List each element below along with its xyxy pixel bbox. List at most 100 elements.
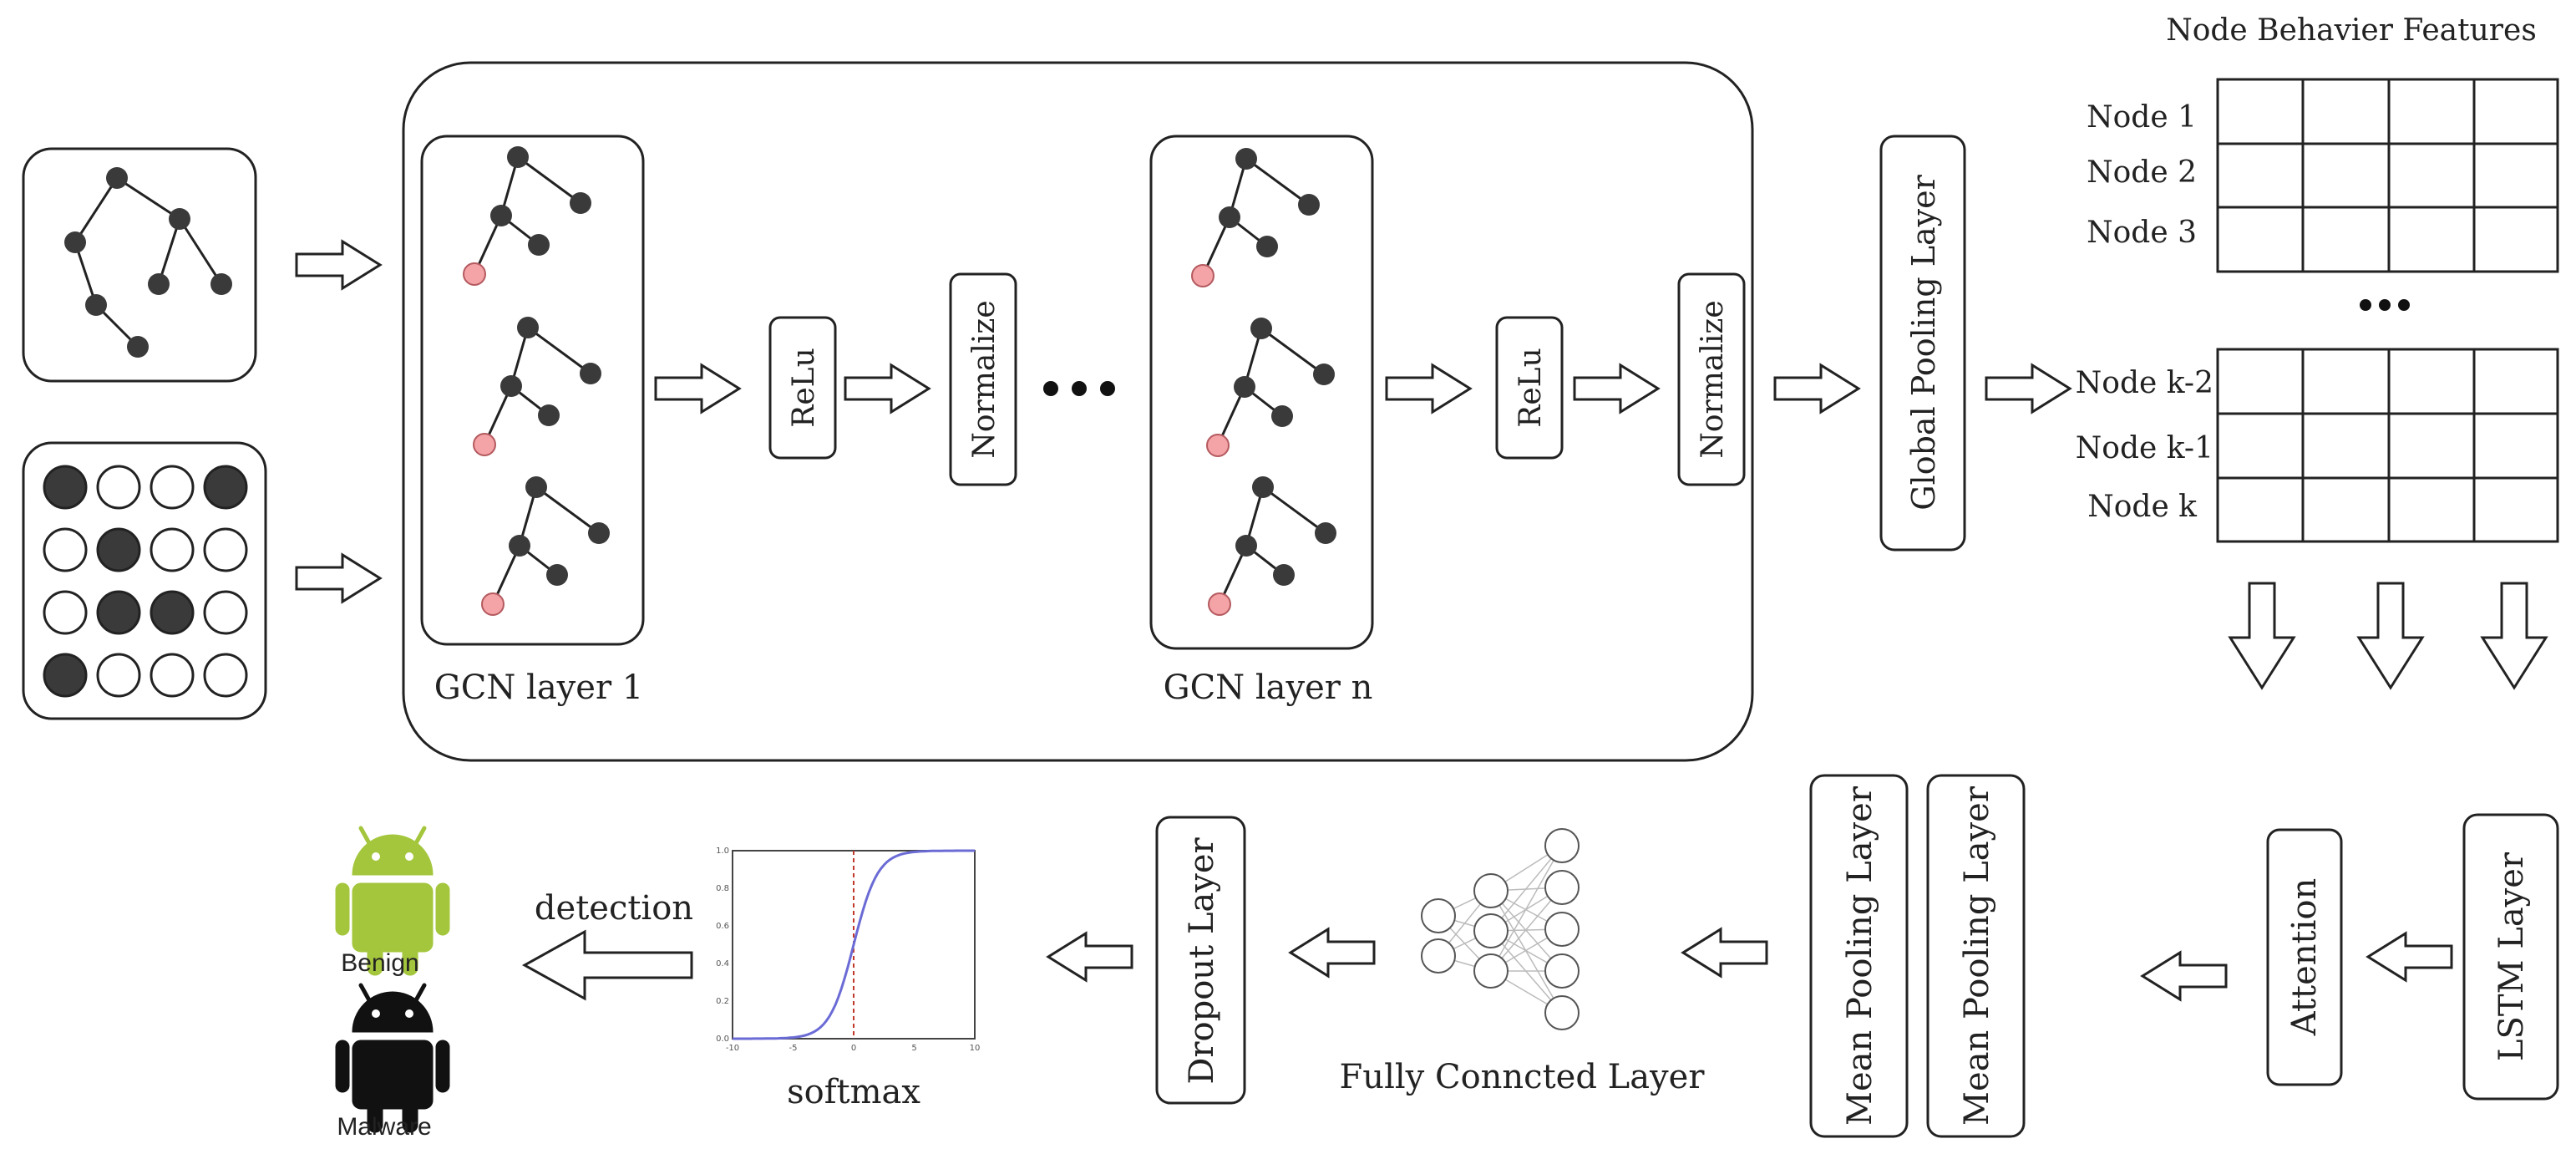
input-graph — [22, 147, 257, 383]
svg-text:Global Pooling Layer: Global Pooling Layer — [1905, 174, 1942, 510]
ellipsis-features — [2360, 299, 2410, 311]
softmax-x-tick: 5 — [911, 1044, 916, 1053]
gcn-layer-n — [1149, 135, 1374, 650]
arrow-graph-to-gcn — [295, 240, 382, 290]
matrix-cell-empty — [43, 527, 88, 572]
softmax-x-tick: 10 — [970, 1044, 981, 1053]
row-label-node-k-2: Node k-2 — [2076, 366, 2213, 400]
features-table-bottom — [2216, 348, 2559, 543]
matrix-cell-empty — [203, 527, 248, 572]
matrix-cell-filled — [96, 590, 141, 635]
arrow-gcn1-to-relu — [654, 364, 741, 414]
matrix-cell-empty — [203, 590, 248, 635]
fc-neuron — [1544, 870, 1580, 905]
matrix-cell-empty — [203, 653, 248, 698]
softmax-x-tick: -10 — [726, 1044, 739, 1053]
gcn-block — [402, 61, 1754, 762]
softmax-y-tick: 0.6 — [716, 922, 729, 931]
softmax-x-tick: 0 — [851, 1044, 856, 1053]
arrow-pooling-to-fc — [1681, 928, 1768, 978]
svg-text:Normalize: Normalize — [1696, 300, 1730, 458]
global-pooling-layer: Global Pooling Layer — [1879, 135, 1966, 552]
input-matrix — [22, 441, 267, 720]
matrix-cell-filled — [43, 465, 88, 510]
arrow-matrix-to-gcn — [295, 553, 382, 603]
svg-text:Mean Pooling Layer: Mean Pooling Layer — [1958, 785, 1996, 1126]
row-label-node-2: Node 2 — [2087, 155, 2197, 190]
features-title: Node Behavier Features — [2166, 13, 2537, 48]
benign-label: Benign — [341, 949, 418, 977]
gcn-layer-n-label: GCN layer n — [1164, 669, 1373, 707]
arrow-lstm-to-attention — [2366, 932, 2453, 982]
svg-text:Normalize: Normalize — [967, 300, 1001, 458]
matrix-cell-empty — [150, 527, 195, 572]
svg-text:Dropout Layer: Dropout Layer — [1183, 836, 1221, 1084]
normalize-n: Normalize — [1677, 272, 1746, 486]
softmax-y-tick: 0.4 — [716, 959, 729, 969]
arrow-attention-to-pooling — [2141, 951, 2228, 1001]
attention-layer: Attention — [2266, 828, 2343, 1086]
matrix-cell-empty — [43, 590, 88, 635]
fully-connected-network — [1421, 828, 1580, 1030]
malware-label: Malware — [337, 1113, 431, 1141]
row-label-node-k-1: Node k-1 — [2076, 431, 2213, 465]
mean-pooling-layer-2: Mean Pooling Layer — [1926, 774, 2026, 1138]
matrix-cell-filled — [203, 465, 248, 510]
fc-neuron — [1421, 938, 1456, 974]
softmax-y-tick: 1.0 — [716, 846, 729, 856]
svg-text:LSTM Layer: LSTM Layer — [2492, 852, 2531, 1061]
matrix-cell-empty — [96, 653, 141, 698]
svg-text:Mean Pooling Layer: Mean Pooling Layer — [1841, 785, 1879, 1126]
detection-arrow — [521, 929, 693, 1001]
arrow-gcnn-to-relu — [1385, 364, 1472, 414]
softmax-y-tick: 0.2 — [716, 997, 729, 1006]
lstm-layer: LSTM Layer — [2462, 813, 2559, 1101]
softmax-label: softmax — [787, 1073, 920, 1111]
softmax-y-tick: 0.8 — [716, 884, 729, 893]
detection-label: detection — [535, 889, 693, 928]
relu-1: ReLu — [768, 316, 837, 460]
row-label-node-3: Node 3 — [2087, 216, 2197, 250]
gcn-layer-1 — [420, 135, 645, 646]
ellipsis-gcn — [1043, 381, 1115, 396]
fc-neuron — [1473, 953, 1509, 989]
softmax-y-tick: 0.0 — [716, 1035, 729, 1044]
dropout-layer: Dropout Layer — [1155, 816, 1246, 1105]
gcn-layer-1-label: GCN layer 1 — [434, 669, 643, 707]
normalize-1: Normalize — [949, 272, 1017, 486]
fc-neuron — [1544, 912, 1580, 947]
arrow-relun-to-normalize — [1573, 364, 1660, 414]
fully-connected-label: Fully Conncted Layer — [1340, 1058, 1706, 1096]
softmax-x-tick: -5 — [789, 1044, 798, 1053]
row-label-node-1: Node 1 — [2087, 100, 2197, 135]
fc-neuron — [1544, 995, 1580, 1030]
svg-text:ReLu: ReLu — [787, 348, 821, 428]
arrow-down-2 — [2357, 582, 2424, 689]
fc-neuron — [1544, 953, 1580, 989]
arrow-gcn-to-global-pooling — [1773, 364, 1860, 414]
row-label-node-k: Node k — [2087, 490, 2198, 524]
arrow-relu1-to-normalize — [844, 364, 931, 414]
arrow-fc-to-dropout — [1289, 928, 1376, 978]
fc-neuron — [1473, 913, 1509, 948]
features-table-top — [2216, 78, 2559, 273]
matrix-cell-filled — [96, 527, 141, 572]
fc-neuron — [1544, 828, 1580, 863]
matrix-cell-filled — [43, 653, 88, 698]
svg-text:ReLu: ReLu — [1514, 348, 1548, 428]
fc-neuron — [1421, 898, 1456, 933]
arrow-down-3 — [2481, 582, 2548, 689]
relu-n: ReLu — [1495, 316, 1564, 460]
fc-neuron — [1473, 873, 1509, 908]
mean-pooling-layer-1: Mean Pooling Layer — [1809, 774, 1909, 1138]
svg-text:Attention: Attention — [2285, 878, 2324, 1036]
android-malware-icon — [336, 985, 449, 1132]
matrix-cell-filled — [150, 590, 195, 635]
arrow-dropout-to-softmax — [1047, 932, 1133, 982]
arrow-pooling-to-features — [1985, 364, 2071, 414]
android-benign-icon — [336, 828, 449, 975]
matrix-cell-empty — [150, 465, 195, 510]
arrow-down-1 — [2229, 582, 2295, 689]
matrix-cell-empty — [96, 465, 141, 510]
